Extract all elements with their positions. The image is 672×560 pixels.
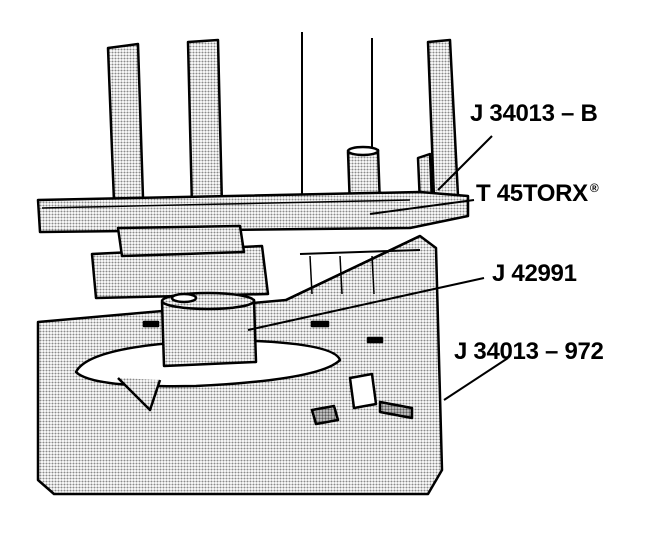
leader-j34013b xyxy=(437,135,493,191)
callout-t45torx-text: T 45TORX xyxy=(476,180,588,207)
leader-j34013-972 xyxy=(443,357,509,401)
callout-j34013-972: J 34013 – 972 xyxy=(454,338,604,365)
registered-mark: ® xyxy=(589,181,599,195)
post-middle xyxy=(186,38,224,210)
hub-collar xyxy=(116,224,246,258)
plate xyxy=(36,190,470,234)
callout-j42991: J 42991 xyxy=(492,260,577,287)
leader-t45torx xyxy=(369,199,475,215)
leader-j42991 xyxy=(247,277,485,331)
callout-t45torx: T 45TORX® xyxy=(476,180,599,207)
callout-j34013b: J 34013 – B xyxy=(470,100,598,127)
post-left xyxy=(106,42,145,204)
